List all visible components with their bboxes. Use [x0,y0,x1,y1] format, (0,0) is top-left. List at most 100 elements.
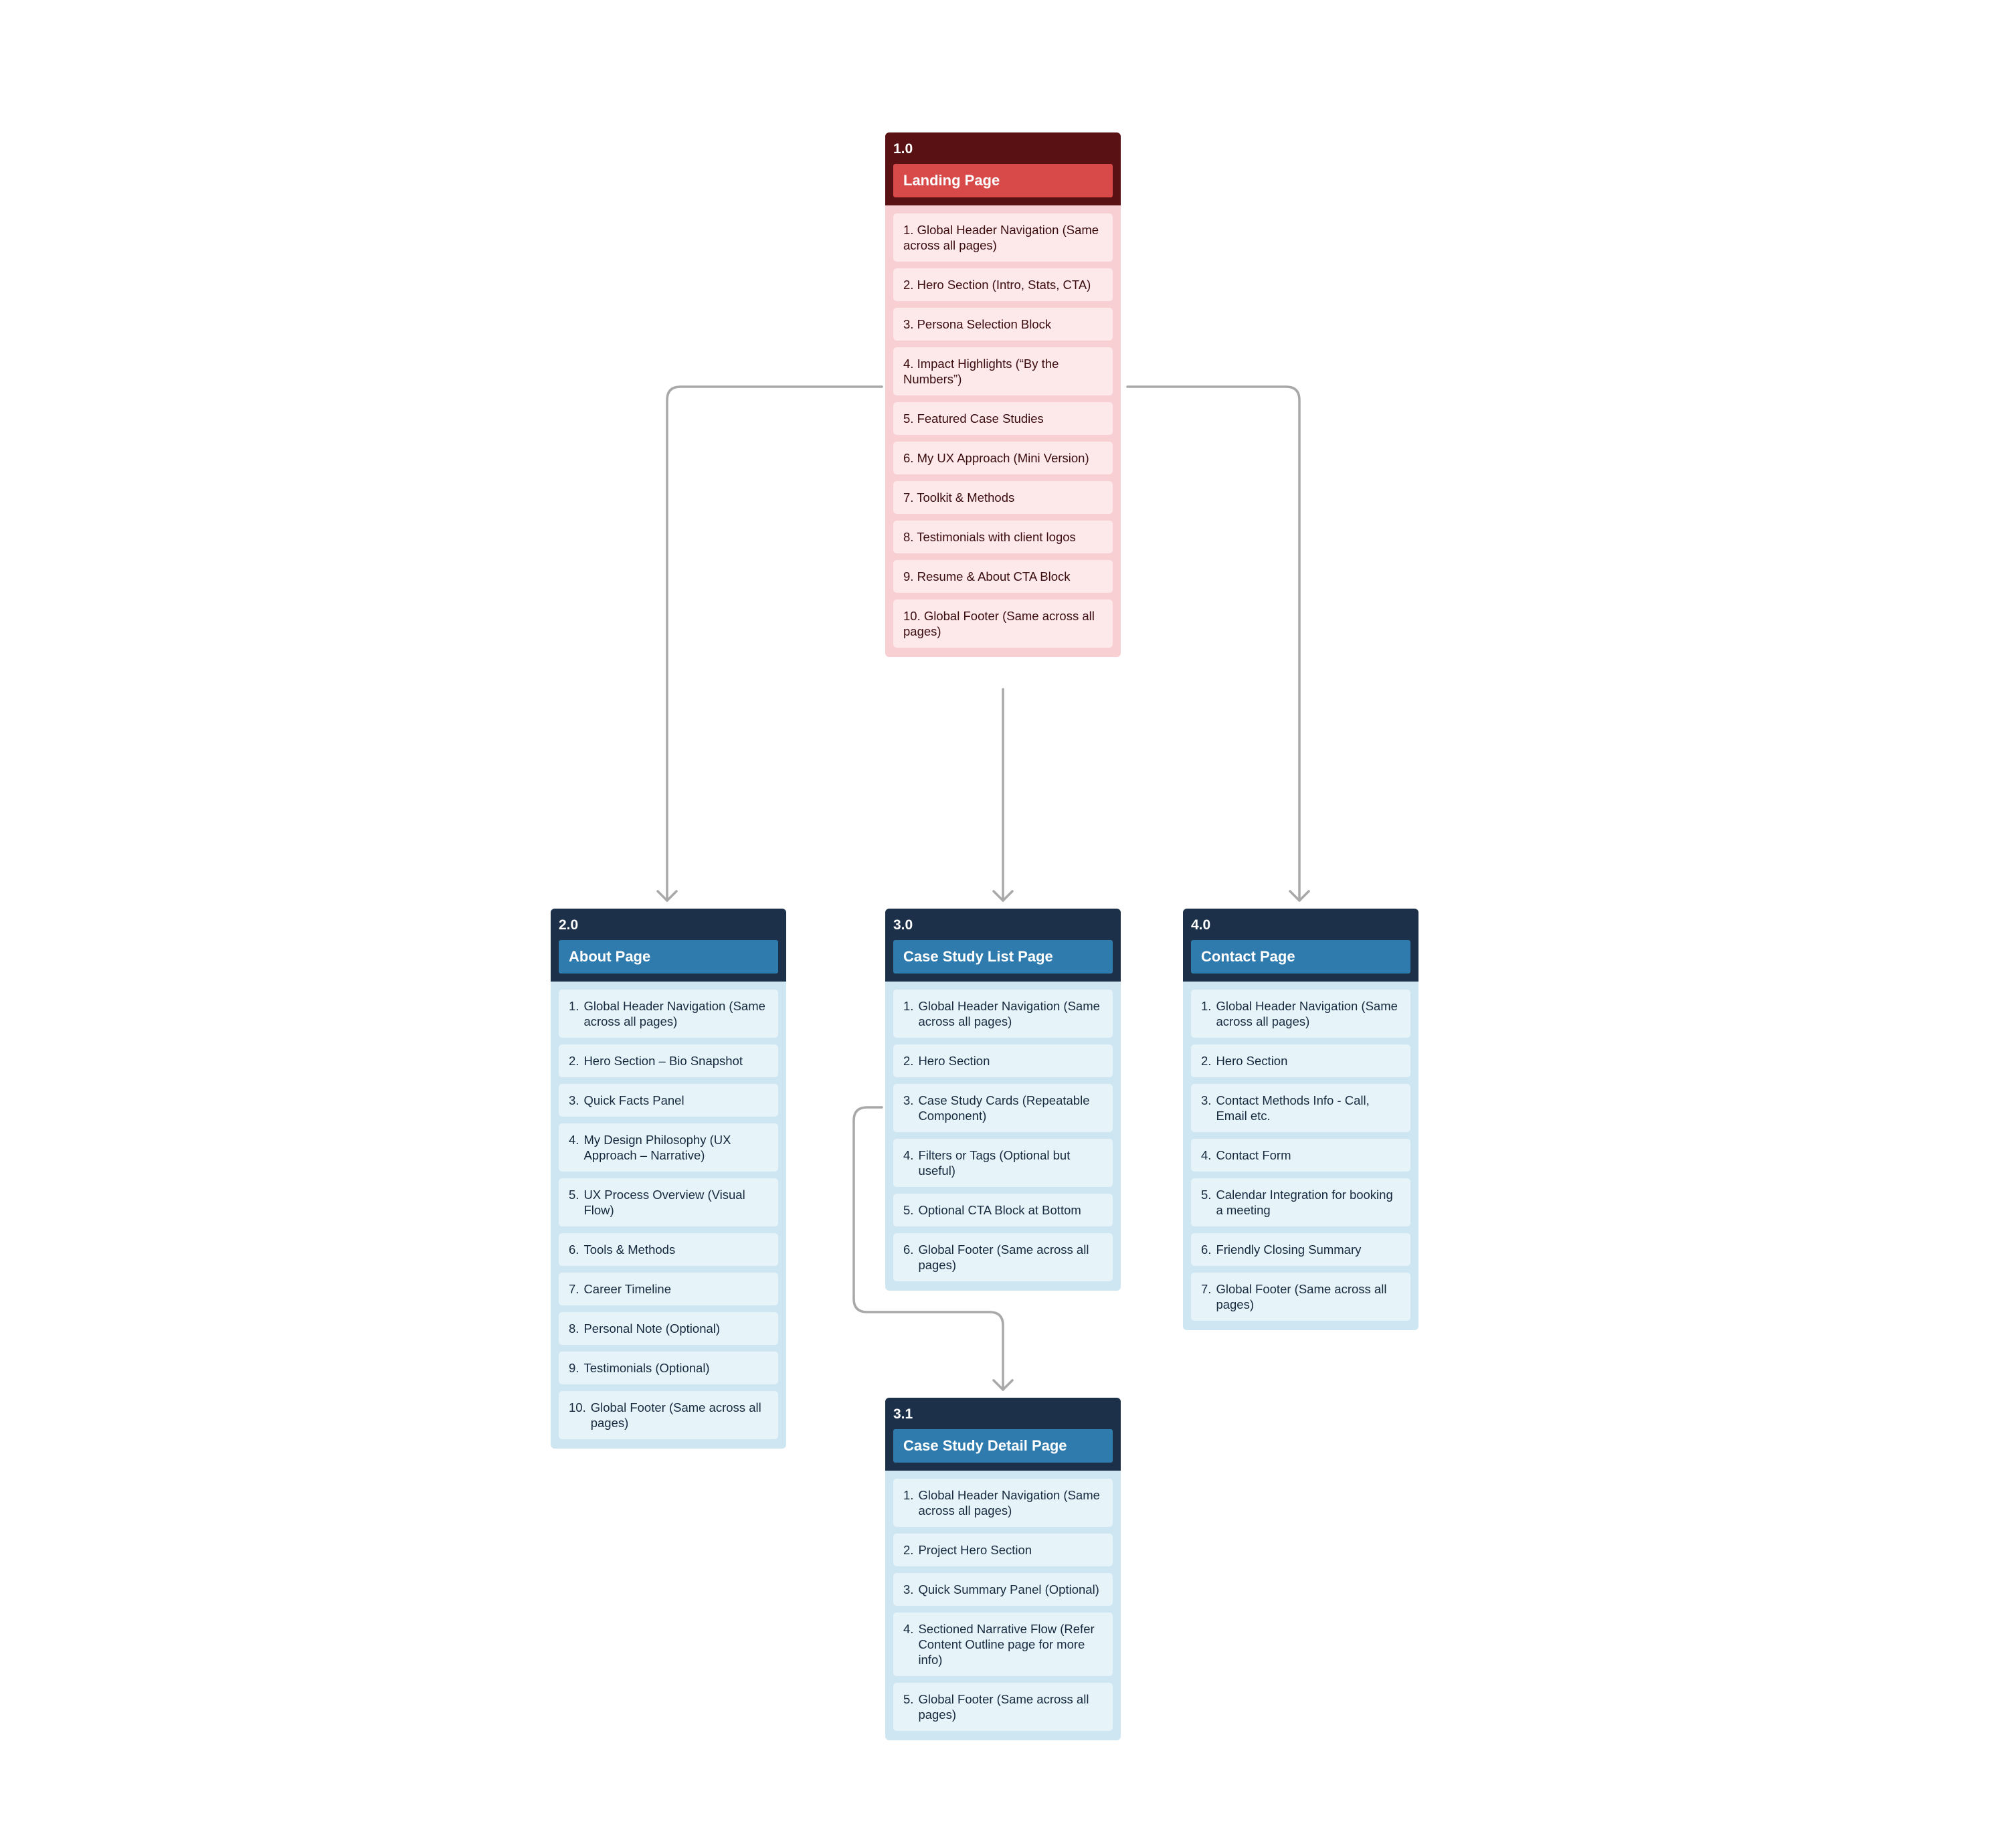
list-item: 10. Global Footer (Same across all pages… [893,599,1113,648]
arrowhead-contact-icon [1289,890,1310,902]
section-list: 1.Global Header Navigation (Same across … [1183,982,1418,1330]
item-number: 1. [903,1488,914,1502]
list-item: 5.Calendar Integration for booking a mee… [1191,1178,1410,1226]
list-item: 2.Hero Section [893,1044,1113,1077]
item-number: 6. [569,1242,579,1257]
item-number: 2. [903,278,914,292]
item-number: 3. [903,317,914,331]
item-number: 3. [903,1582,914,1596]
item-text: Featured Case Studies [917,411,1044,426]
list-item: 9. Resume & About CTA Block [893,560,1113,593]
item-text: Hero Section [918,1054,990,1068]
list-item: 6. Friendly Closing Summary [1191,1233,1410,1266]
item-text: Project Hero Section [918,1543,1032,1557]
item-text: Case Study Cards (Repeatable Component) [918,1093,1090,1123]
list-item: 6. Tools & Methods [559,1233,778,1266]
item-text: Global Footer (Same across all pages) [903,609,1095,638]
item-text: Testimonials (Optional) [583,1361,710,1375]
item-number: 4. [903,357,914,371]
item-text: Global Footer (Same across all pages) [918,1242,1089,1272]
item-text: Contact Methods Info - Call, Email etc. [1216,1093,1370,1123]
list-item: 1.Global Header Navigation (Same across … [1191,990,1410,1038]
item-text: Global Header Navigation (Same across al… [1216,999,1398,1028]
item-number: 3. [569,1093,579,1107]
item-text: UX Process Overview (Visual Flow) [583,1188,745,1217]
item-number: 3. [903,1093,914,1107]
list-item: 3. Case Study Cards (Repeatable Component… [893,1084,1113,1132]
item-text: Sectioned Narrative Flow (Refer Content … [918,1622,1095,1667]
list-item: 8. Testimonials with client logos [893,521,1113,553]
item-text: Global Header Navigation (Same across al… [903,223,1099,252]
list-item: 3. Contact Methods Info - Call, Email etc… [1191,1084,1410,1132]
node-title: Landing Page [893,164,1113,197]
node-title: Case Study List Page [893,940,1113,974]
item-number: 4. [903,1148,914,1162]
list-item: 7. Toolkit & Methods [893,481,1113,514]
item-text: Personal Note (Optional) [583,1321,721,1335]
item-text: Toolkit & Methods [917,490,1015,504]
item-number: 5. [903,411,914,426]
item-text: Contact Form [1216,1148,1291,1162]
node-header: 3.1 Case Study Detail Page [885,1398,1121,1471]
node-landing-page: 1.0 Landing Page 1. Global Header Naviga… [885,132,1121,657]
item-text: My UX Approach (Mini Version) [917,451,1089,465]
item-number: 1. [569,999,579,1013]
item-number: 7. [569,1282,579,1296]
item-number: 6. [903,1242,914,1257]
connector-landing-to-about [666,385,883,902]
item-number: 5. [903,1203,914,1217]
item-text: Tools & Methods [583,1242,676,1257]
item-text: Testimonials with client logos [917,530,1076,544]
item-number: 8. [903,530,914,544]
item-number: 5. [569,1188,579,1202]
item-number: 7. [903,490,914,504]
item-number: 3. [1201,1093,1212,1107]
list-item: 4.Sectioned Narrative Flow (Refer Conten… [893,1612,1113,1676]
list-item: 3. Quick Facts Panel [559,1084,778,1117]
connector-landing-to-contact [1126,385,1301,902]
item-number: 10. [903,609,921,623]
item-number: 6. [1201,1242,1212,1257]
list-item: 4.Filters or Tags (Optional but useful) [893,1139,1113,1187]
arrowhead-case-study-list-icon [992,890,1014,902]
item-text: Global Footer (Same across all pages) [1216,1282,1387,1311]
list-item: 2.Hero Section – Bio Snapshot [559,1044,778,1077]
list-item: 1.Global Header Navigation (Same across … [893,1479,1113,1527]
list-item: 1. Global Header Navigation (Same across… [893,213,1113,262]
node-case-study-list-page: 3.0 Case Study List Page 1.Global Header… [885,909,1121,1291]
section-list: 1.Global Header Navigation (Same across … [885,1471,1121,1740]
item-text: Resume & About CTA Block [917,569,1071,583]
list-item: 6. My UX Approach (Mini Version) [893,442,1113,474]
node-header: 2.0 About Page [551,909,786,982]
list-item: 1.Global Header Navigation (Same across … [893,990,1113,1038]
item-text: Friendly Closing Summary [1216,1242,1362,1257]
list-item: 2. Project Hero Section [893,1534,1113,1566]
item-number: 5. [1201,1188,1212,1202]
item-text: Quick Summary Panel (Optional) [918,1582,1099,1596]
list-item: 5. Optional CTA Block at Bottom [893,1194,1113,1226]
list-item: 10.Global Footer (Same across all pages) [559,1391,778,1439]
node-contact-page: 4.0 Contact Page 1.Global Header Navigat… [1183,909,1418,1330]
item-text: Quick Facts Panel [583,1093,684,1107]
item-number: 1. [903,223,914,237]
item-number: 2. [903,1543,914,1557]
node-id: 2.0 [559,917,579,933]
item-text: Global Footer (Same across all pages) [918,1692,1089,1722]
list-item: 5. UX Process Overview (Visual Flow) [559,1178,778,1226]
arrowhead-case-study-detail-icon [992,1379,1014,1391]
node-id: 1.0 [893,141,913,157]
list-item: 4.Contact Form [1191,1139,1410,1172]
item-text: Global Header Navigation (Same across al… [583,999,765,1028]
item-text: Persona Selection Block [917,317,1052,331]
list-item: 5.Global Footer (Same across all pages) [893,1683,1113,1731]
item-text: Hero Section [1216,1054,1288,1068]
item-text: Optional CTA Block at Bottom [918,1203,1081,1217]
node-id: 3.1 [893,1406,913,1422]
arrowhead-about-icon [656,890,678,902]
item-text: Career Timeline [583,1282,672,1296]
list-item: 2. Hero Section (Intro, Stats, CTA) [893,268,1113,301]
list-item: 8.Personal Note (Optional) [559,1312,778,1345]
item-number: 9. [903,569,914,583]
list-item: 3. Persona Selection Block [893,308,1113,341]
